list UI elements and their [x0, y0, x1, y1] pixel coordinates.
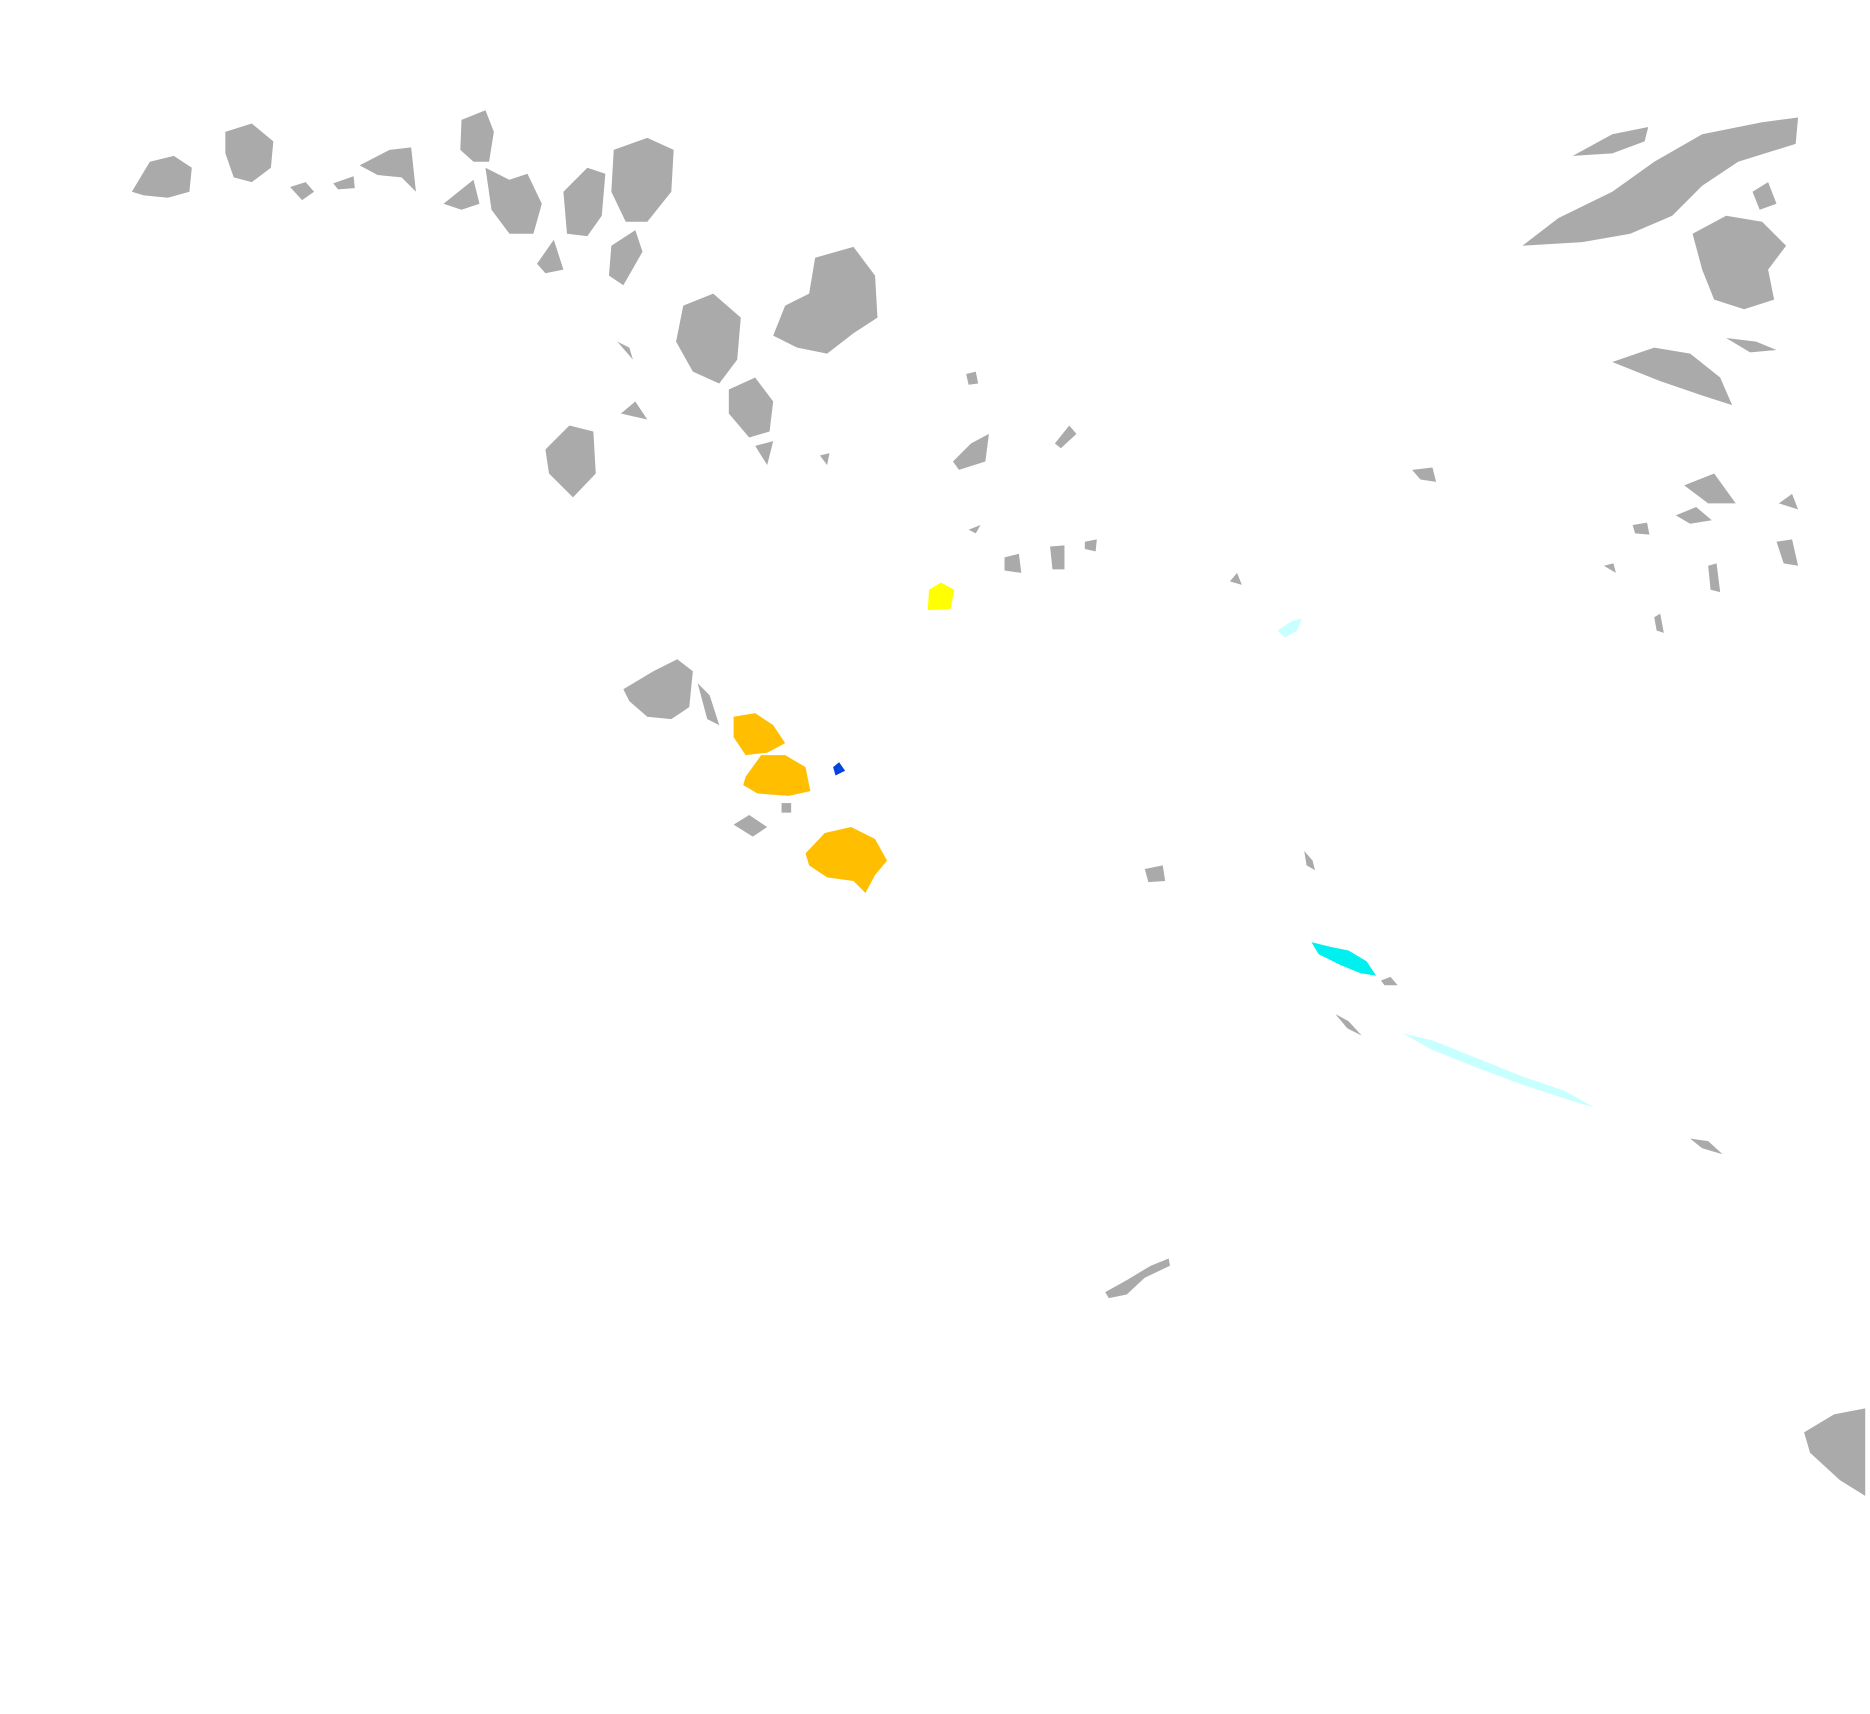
island: [611, 137, 674, 222]
island: [781, 803, 792, 813]
island: [733, 815, 768, 837]
island: [1304, 851, 1315, 871]
island: [1752, 182, 1777, 210]
highlighted-island-orange: [743, 755, 811, 796]
island: [1684, 473, 1736, 504]
highlighted-island-cyan: [1311, 942, 1377, 976]
highlighted-island-blue: [833, 762, 846, 776]
island: [1804, 1408, 1866, 1496]
land-regions: [131, 110, 1866, 1496]
island: [1778, 493, 1799, 510]
island: [773, 246, 878, 354]
island: [1084, 539, 1097, 552]
island: [617, 341, 633, 360]
island: [1603, 563, 1616, 573]
island: [1412, 467, 1437, 482]
island: [623, 659, 693, 720]
island: [1004, 553, 1022, 573]
island: [1726, 338, 1777, 353]
island: [966, 371, 979, 385]
island: [952, 433, 989, 470]
island: [1632, 522, 1650, 535]
highlighted-island-yellow: [927, 582, 955, 611]
island: [1522, 117, 1799, 246]
island: [1675, 507, 1712, 524]
island: [819, 453, 830, 466]
highlighted-island-orange: [805, 827, 888, 893]
island: [1572, 127, 1649, 156]
island: [359, 147, 416, 192]
island: [485, 167, 542, 234]
island: [1335, 1014, 1362, 1036]
island: [563, 167, 606, 237]
island: [333, 176, 355, 190]
island: [1776, 539, 1799, 566]
island: [1692, 215, 1787, 310]
island: [131, 155, 192, 198]
island: [225, 123, 274, 183]
island: [537, 239, 564, 274]
island: [443, 179, 480, 210]
island: [1105, 1258, 1170, 1299]
island: [697, 683, 720, 726]
island: [1708, 563, 1721, 593]
island: [1144, 865, 1166, 883]
island: [1690, 1138, 1723, 1155]
island: [545, 425, 596, 498]
island: [755, 441, 774, 466]
island: [1054, 425, 1077, 449]
highlighted-island-light-cyan: [1402, 1033, 1595, 1108]
island: [676, 293, 741, 384]
island: [1380, 976, 1398, 986]
island: [608, 230, 643, 286]
island: [968, 524, 981, 534]
island: [620, 401, 648, 420]
island: [290, 182, 315, 201]
island: [728, 377, 774, 438]
highlighted-island-orange: [733, 713, 786, 756]
highlighted-regions: [733, 582, 1595, 1108]
island: [1654, 613, 1664, 633]
highlighted-island-light-cyan: [1277, 618, 1302, 638]
island: [460, 110, 494, 162]
island: [1612, 347, 1733, 406]
island: [1050, 545, 1065, 570]
island: [1229, 572, 1242, 585]
